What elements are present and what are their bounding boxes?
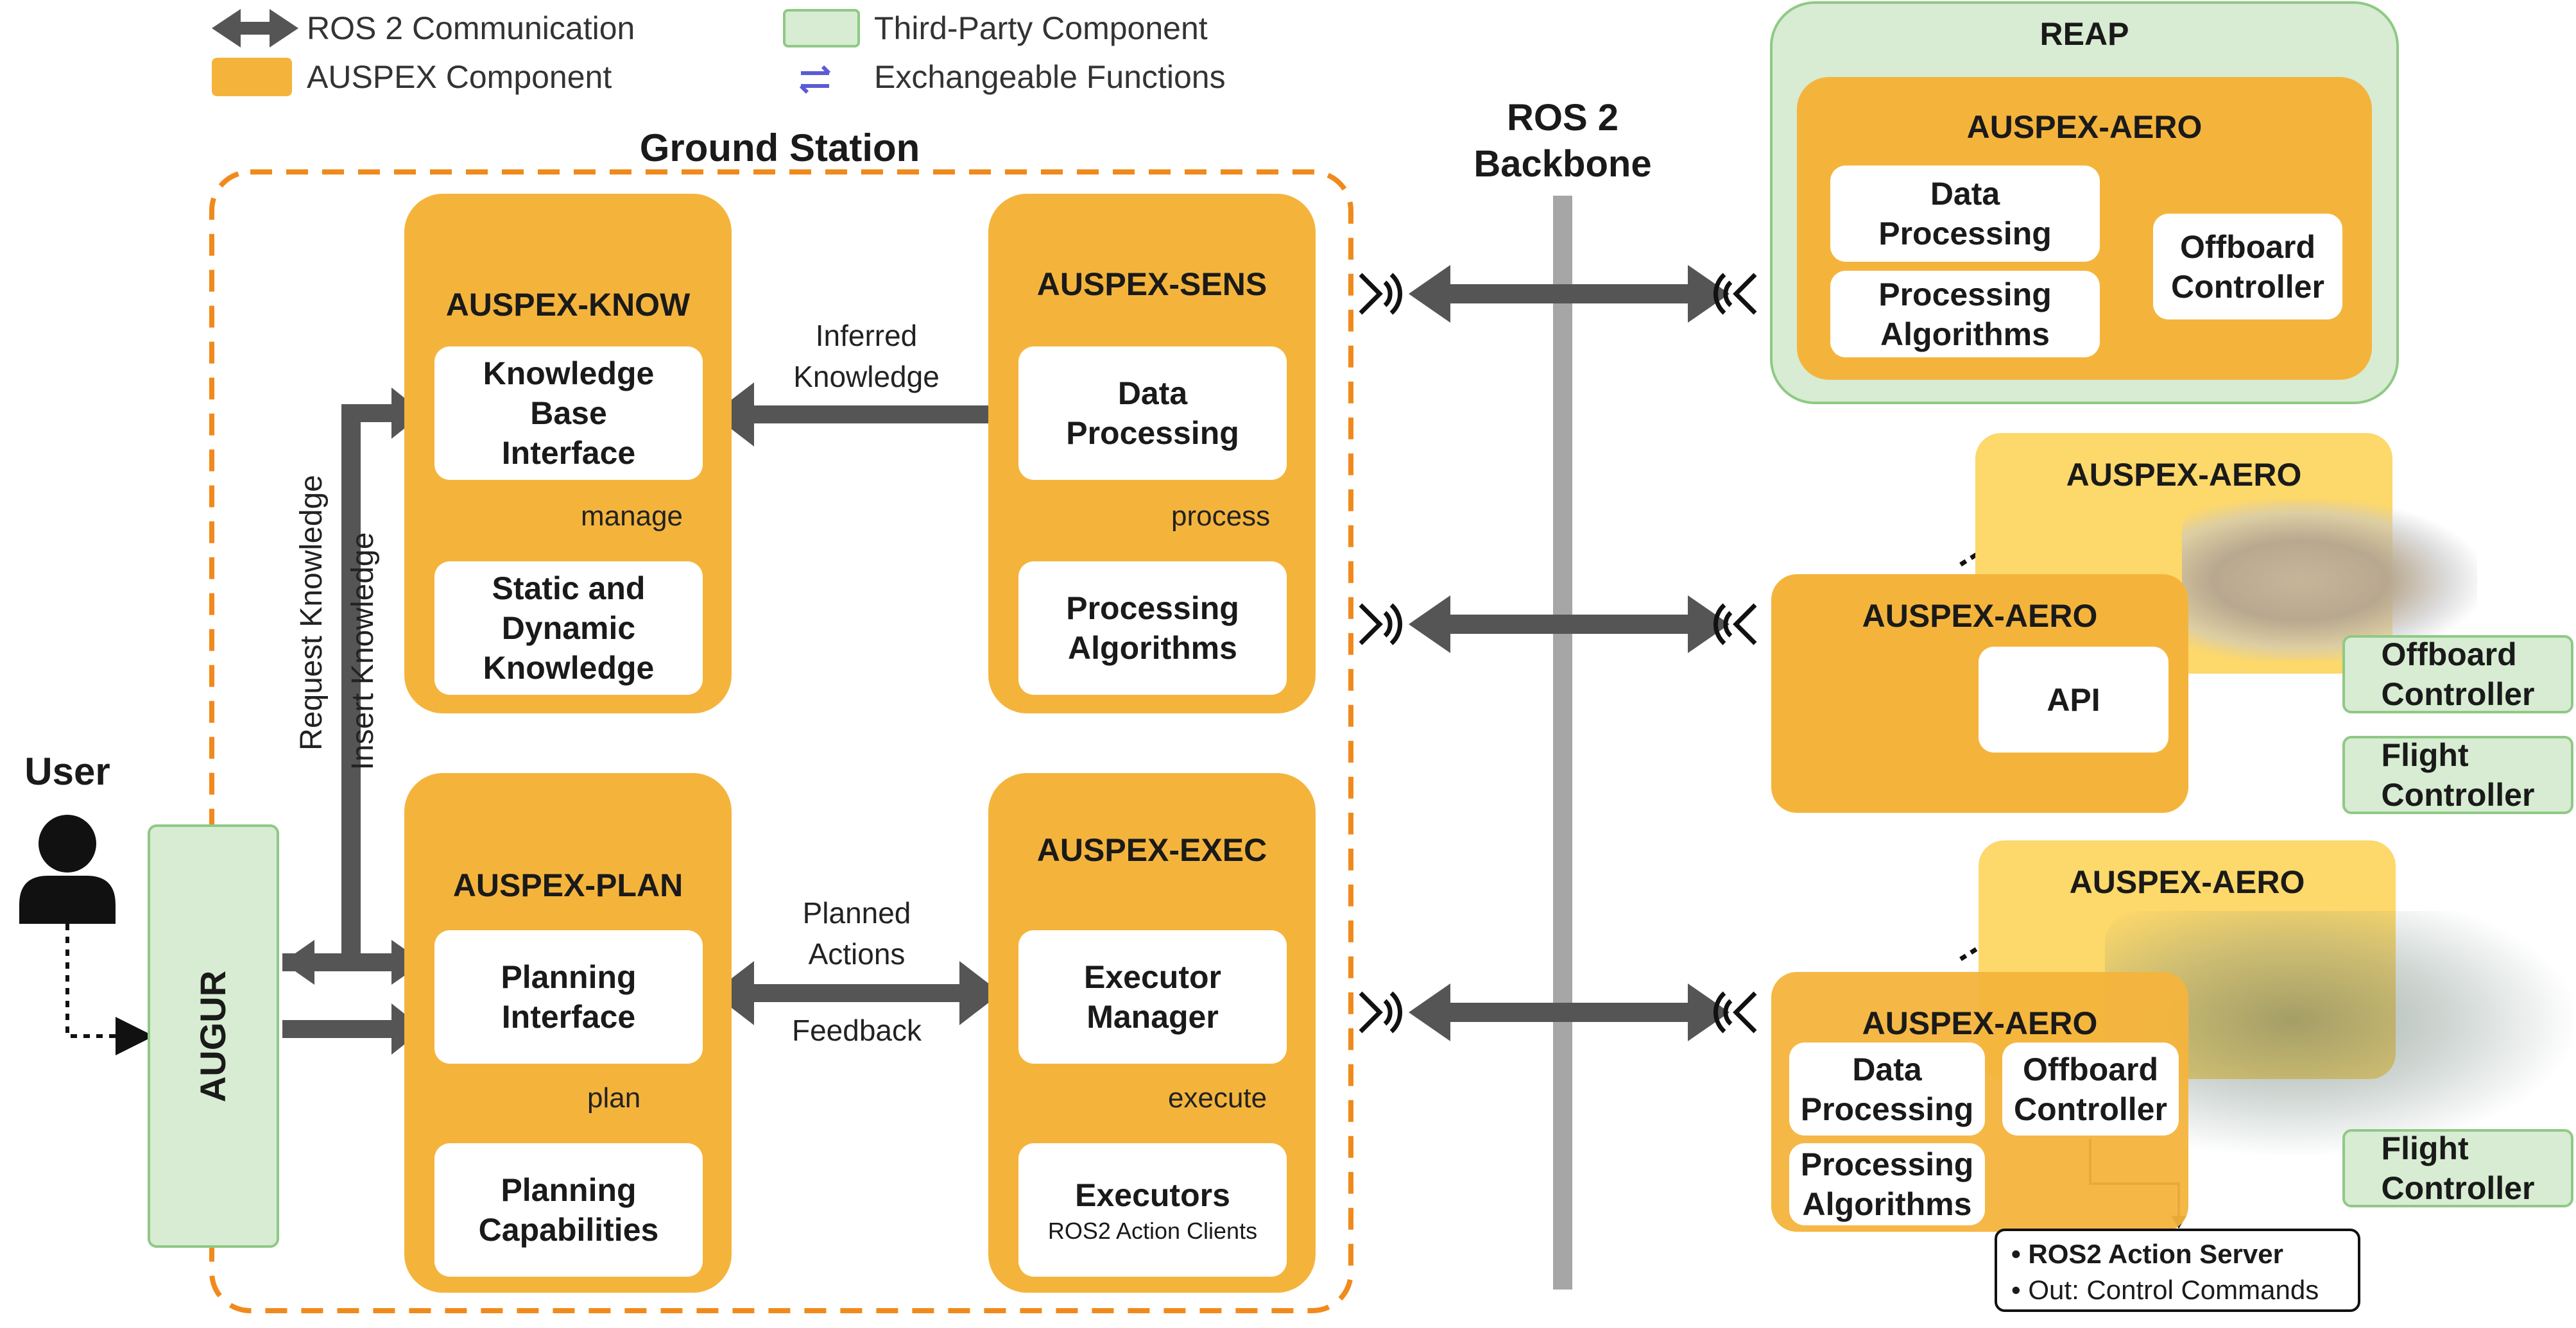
- signal-icon: [1713, 991, 1757, 1034]
- knowledge-base-interface-label: Knowledge Base Interface: [483, 355, 655, 471]
- reap-offboard-controller-box: Offboard Controller: [2153, 214, 2342, 319]
- control-commands-label: Out: Control Commands: [2028, 1275, 2319, 1305]
- backbone-title: ROS 2 Backbone: [1473, 97, 1652, 185]
- action-server-label: ROS2 Action Server: [2028, 1239, 2283, 1269]
- execute-label: execute: [1168, 1082, 1267, 1114]
- signal-icon: [1713, 273, 1757, 315]
- static-dynamic-knowledge-box: Static and Dynamic Knowledge: [434, 561, 703, 695]
- reap-processing-algorithms-label: Processing Algorithms: [1878, 276, 2052, 352]
- drone2-processing-algorithms-label: Processing Algorithms: [1800, 1146, 1974, 1222]
- drone2-flight-controller-label: Flight Controller: [2381, 1130, 2535, 1206]
- manage-label: manage: [581, 500, 683, 532]
- signal-icons: [1359, 273, 1757, 1034]
- process-label: process: [1171, 500, 1271, 532]
- action-clients-label: ROS2 Action Clients: [1047, 1218, 1258, 1244]
- executor-manager-box: Executor Manager: [1018, 930, 1287, 1064]
- feedback-label: Feedback: [791, 1013, 922, 1047]
- reap-processing-algorithms-box: Processing Algorithms: [1830, 271, 2100, 357]
- drone2-offboard-controller-label: Offboard Controller: [2014, 1051, 2167, 1127]
- sens-processing-algorithms-box: Processing Algorithms: [1018, 561, 1287, 695]
- executors-box: Executors ROS2 Action Clients: [1018, 1143, 1287, 1277]
- drone2-offboard-controller-box: Offboard Controller: [2002, 1043, 2179, 1136]
- signal-icon: [1359, 273, 1402, 315]
- drone1-flight-controller-label: Flight Controller: [2381, 737, 2535, 813]
- planning-capabilities-box: Planning Capabilities: [434, 1143, 703, 1277]
- reap-offboard-controller-label: Offboard Controller: [2171, 228, 2324, 305]
- augur-box-label-wrap: AUGUR: [149, 824, 277, 1248]
- action-server-callout: • ROS2 Action Server • Out: Control Comm…: [1995, 1229, 2360, 1312]
- drone1-back-title: AUSPEX-AERO: [2066, 457, 2302, 493]
- drone1-flight-controller-box: Flight Controller: [2342, 736, 2573, 814]
- augur-knowledge-bus: [282, 387, 424, 1055]
- planned-actions-arrow: [712, 961, 1001, 1025]
- sens-data-processing-box: Data Processing: [1018, 346, 1287, 480]
- inferred-knowledge-label: Inferred Knowledge: [793, 319, 940, 393]
- control-commands-bullet: • Out: Control Commands: [2011, 1275, 2319, 1305]
- reap-data-processing-box: Data Processing: [1830, 166, 2100, 262]
- drone2-flight-controller-box: Flight Controller: [2342, 1129, 2573, 1207]
- signal-icon: [1713, 603, 1757, 645]
- plan-label: plan: [587, 1082, 641, 1114]
- legend-ros-comm: ROS 2 Communication: [307, 10, 635, 46]
- drone1-front-title: AUSPEX-AERO: [1862, 598, 2098, 634]
- executor-manager-label: Executor Manager: [1084, 959, 1221, 1035]
- planning-interface-label: Planning Interface: [501, 959, 637, 1035]
- augur-label: AUGUR: [193, 970, 234, 1102]
- drone1-api-box: API: [1979, 647, 2168, 753]
- drone2-processing-algorithms-box: Processing Algorithms: [1789, 1143, 1985, 1225]
- user-to-augur-arrow: [65, 924, 154, 1055]
- auspex-know-title: AUSPEX-KNOW: [445, 287, 691, 323]
- ground-station-title: Ground Station: [639, 126, 920, 169]
- user-person-icon: [19, 815, 116, 924]
- knowledge-base-interface-box: Knowledge Base Interface: [434, 346, 703, 480]
- backbone-link-arrows: [1409, 265, 1730, 1041]
- ground-station-boundary: [209, 169, 1353, 1313]
- signal-icon: [1359, 603, 1402, 645]
- drone1-offboard-controller-label: Offboard Controller: [2381, 636, 2535, 712]
- insert-knowledge-label: Insert Knowledge: [345, 532, 380, 770]
- legend-ros-arrow-icon: [212, 9, 298, 47]
- legend-third-party-swatch: [783, 9, 860, 47]
- action-server-bullet: • ROS2 Action Server: [2011, 1239, 2283, 1269]
- drone2-front-title: AUSPEX-AERO: [1862, 1005, 2098, 1041]
- sens-processing-algorithms-label: Processing Algorithms: [1066, 590, 1239, 666]
- drone2-data-processing-label: Data Processing: [1800, 1051, 1974, 1127]
- legend-exchangeable: Exchangeable Functions: [874, 59, 1226, 95]
- drone1-photo: [2182, 500, 2477, 661]
- reap-title: REAP: [2039, 16, 2129, 52]
- inferred-knowledge-arrow: [712, 382, 1011, 447]
- legend-auspex-swatch: [212, 58, 292, 96]
- executors-label: Executors: [1075, 1177, 1230, 1213]
- ros2-backbone-bar: [1553, 196, 1572, 1290]
- static-dynamic-knowledge-label: Static and Dynamic Knowledge: [483, 570, 655, 686]
- request-knowledge-label: Request Knowledge: [294, 475, 329, 751]
- augur-box: [148, 824, 279, 1248]
- drone1-api-label: API: [2047, 681, 2100, 718]
- planning-capabilities-label: Planning Capabilities: [478, 1172, 659, 1248]
- planning-interface-box: Planning Interface: [434, 930, 703, 1064]
- sens-data-processing-label: Data Processing: [1066, 375, 1239, 451]
- reap-data-processing-label: Data Processing: [1878, 176, 2052, 251]
- user-label: User: [24, 750, 110, 793]
- planned-actions-label: Planned Actions: [802, 896, 911, 971]
- drone2-data-processing-box: Data Processing: [1789, 1043, 1985, 1136]
- legend-auspex-component: AUSPEX Component: [307, 59, 612, 95]
- drone1-offboard-controller-box: Offboard Controller: [2342, 635, 2573, 713]
- signal-icon: [1359, 991, 1402, 1034]
- auspex-sens-title: AUSPEX-SENS: [1036, 266, 1267, 302]
- drone2-back-title: AUSPEX-AERO: [2069, 864, 2305, 900]
- legend-third-party: Third-Party Component: [874, 10, 1208, 46]
- auspex-plan-title: AUSPEX-PLAN: [452, 867, 683, 903]
- auspex-exec-title: AUSPEX-EXEC: [1036, 832, 1267, 868]
- reap-aero-title: AUSPEX-AERO: [1966, 109, 2202, 145]
